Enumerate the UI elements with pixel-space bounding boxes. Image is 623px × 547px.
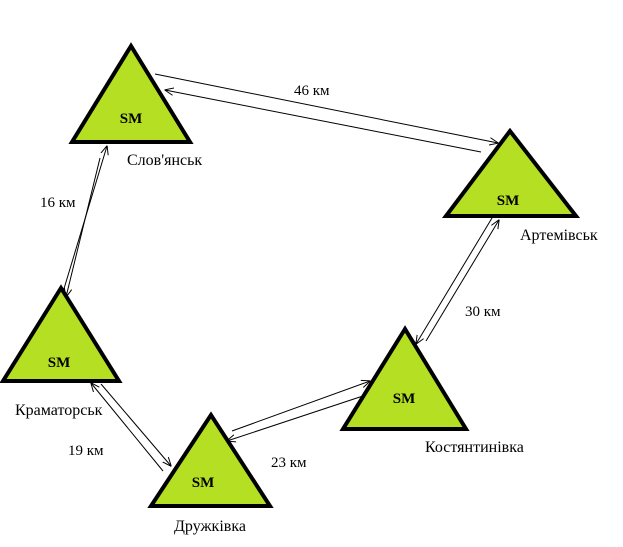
triangle-icon <box>68 42 194 144</box>
node-artemivsk: SM Артемівськ <box>441 127 598 244</box>
triangle-icon <box>147 411 274 508</box>
triangle-icon <box>441 127 581 218</box>
distance-label-artemivsk-kostiantynivka: 30 км <box>465 304 501 320</box>
arrow-line-to-kramatorsk <box>91 383 164 472</box>
node-sloviansk: SM Слов'янськ <box>68 42 202 169</box>
city-label-kostiantynivka: Костянтинівка <box>425 439 524 456</box>
distance-label-kostiantynivka-druzhkivka: 23 км <box>271 455 307 471</box>
city-label-sloviansk: Слов'янськ <box>127 152 202 169</box>
city-label-kramatorsk: Краматорськ <box>15 402 103 419</box>
distance-label-sloviansk-artemivsk: 46 км <box>294 83 330 99</box>
arrow-line-to-druzhkivka-from-kramatorsk <box>100 383 171 466</box>
arrow-line-to-artemivsk <box>425 220 499 342</box>
distance-label-kramatorsk-sloviansk: 16 км <box>40 195 76 211</box>
node-badge: SM <box>48 355 71 371</box>
link-druzhkivka-kramatorsk: 19 км <box>68 383 171 472</box>
node-badge: SM <box>497 193 520 209</box>
triangle-icon <box>339 325 470 431</box>
nodes-layer: SM Слов'янськ SM Артемівськ SM Костянтин… <box>0 42 598 535</box>
city-label-artemivsk: Артемівськ <box>520 227 598 244</box>
link-kramatorsk-sloviansk: 16 км <box>40 146 107 297</box>
arrow-line-to-sloviansk <box>165 90 482 153</box>
link-artemivsk-kostiantynivka: 30 км <box>416 217 501 344</box>
link-sloviansk-artemivsk: 46 км <box>154 73 498 153</box>
node-badge: SM <box>393 391 416 407</box>
node-druzhkivka: SM Дружківка <box>147 411 274 535</box>
city-label-druzhkivka: Дружківка <box>174 518 246 535</box>
arrow-line-to-kramatorsk-from-sloviansk <box>66 157 101 297</box>
arrow-line-to-druzhkivka <box>227 390 379 441</box>
node-badge: SM <box>192 475 215 491</box>
link-kostiantynivka-druzhkivka: 23 км <box>227 381 379 471</box>
distance-label-druzhkivka-kramatorsk: 19 км <box>68 443 104 459</box>
triangle-icon <box>0 284 123 383</box>
arrow-line-to-kostiantynivka <box>416 217 493 344</box>
node-kramatorsk: SM Краматорськ <box>0 284 123 419</box>
links-layer: 46 км 30 км 23 км 19 км 16 км <box>40 73 501 472</box>
node-badge: SM <box>120 111 143 127</box>
arrow-line-to-kostiantynivka-from-druzhkivka <box>231 381 370 432</box>
node-kostiantynivka: SM Костянтинівка <box>339 325 524 456</box>
arrow-line-to-artemivsk <box>154 73 498 143</box>
